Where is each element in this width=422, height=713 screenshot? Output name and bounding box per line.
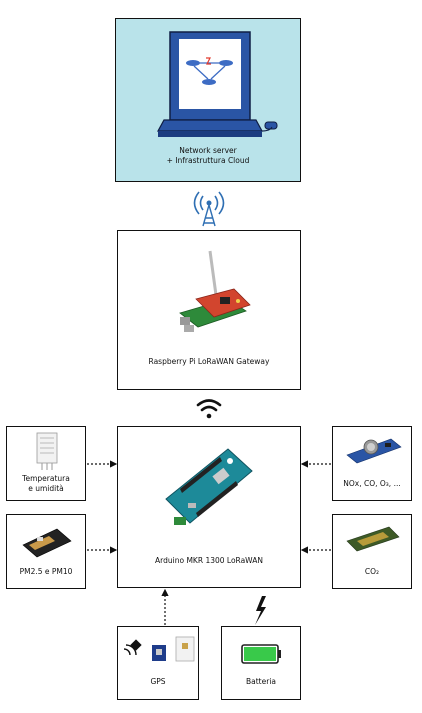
temperature-label-line2: e umidità	[28, 484, 64, 493]
computer-icon	[156, 31, 278, 137]
battery-icon	[241, 644, 281, 664]
battery-box: Batteria	[221, 626, 301, 700]
network-server-box: Network server + Infrastruttura Cloud	[115, 18, 301, 182]
raspberry-pi-gateway-icon	[179, 250, 251, 332]
gas-sensor-box: NOx, CO, O₃, ...	[332, 426, 412, 501]
co2-sensor-box: CO₂	[332, 514, 412, 589]
arduino-box: Arduino MKR 1300 LoRaWAN	[117, 426, 301, 588]
gateway-box: Raspberry Pi LoRaWAN Gateway	[117, 230, 301, 390]
gateway-label: Raspberry Pi LoRaWAN Gateway	[148, 357, 270, 366]
arduino-label: Arduino MKR 1300 LoRaWAN	[155, 556, 263, 565]
lightning-icon	[255, 596, 266, 625]
gas-label: NOx, CO, O₃, ...	[343, 479, 401, 488]
co2-label: CO₂	[364, 567, 380, 576]
arduino-board-icon	[165, 448, 253, 525]
temperature-sensor-box: Temperatura e umidità	[6, 426, 86, 501]
particulate-sensor-icon	[22, 528, 72, 558]
pm-sensor-box: PM2.5 e PM10	[6, 514, 86, 589]
pm-label: PM2.5 e PM10	[19, 567, 73, 576]
gps-module-icon	[123, 636, 195, 662]
temperature-label-line1: Temperatura	[22, 474, 70, 483]
server-label-line2: + Infrastruttura Cloud	[166, 156, 250, 165]
gas-sensor-icon	[346, 438, 402, 464]
gps-label: GPS	[150, 677, 166, 686]
gps-box: GPS	[117, 626, 199, 700]
server-label-line1: Network server	[179, 146, 237, 155]
battery-label: Batteria	[246, 677, 276, 686]
co2-sensor-icon	[346, 526, 400, 552]
temperature-humidity-sensor-icon	[36, 432, 58, 470]
